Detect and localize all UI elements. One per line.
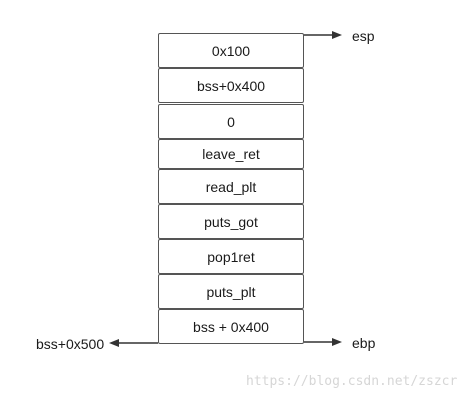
bss-0x500-label: bss+0x500 [36, 336, 105, 352]
stack-cell: puts_got [158, 204, 304, 239]
watermark: https://blog.csdn.net/zszcr [246, 374, 458, 389]
stack-cell: bss + 0x400 [158, 309, 304, 344]
stack-cell: bss+0x400 [158, 68, 304, 103]
stack-cell: pop1ret [158, 239, 304, 274]
stack-cell: 0x100 [158, 33, 304, 68]
ebp-label: ebp [352, 335, 376, 351]
bss-0x500-arrow [109, 339, 158, 347]
stack-cell: read_plt [158, 169, 304, 204]
ebp-arrow [304, 338, 342, 346]
stack-cell: 0 [158, 104, 304, 139]
esp-arrow [304, 31, 342, 39]
stack-cell: leave_ret [158, 139, 304, 169]
esp-label: esp [352, 28, 375, 44]
stack-cell: puts_plt [158, 274, 304, 309]
